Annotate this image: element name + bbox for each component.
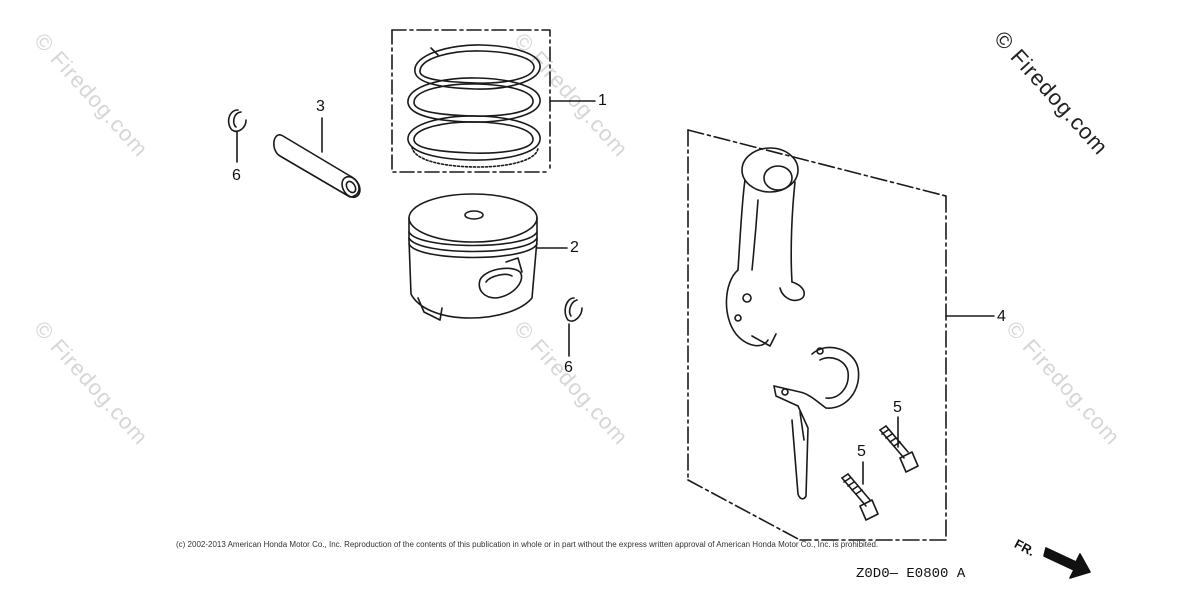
connecting-rod [725,147,805,347]
pin-clip-right [564,297,583,322]
connecting-rod-cap [773,346,860,500]
callout-connecting-rod-set: 4 [997,308,1006,325]
callout-pin-clip-left: 6 [232,167,241,184]
connecting-rod-box [687,129,947,541]
piston-pin [273,134,361,199]
piston-body [408,193,538,321]
callout-rod-bolt-upper: 5 [893,399,902,416]
piston-ring-box [391,29,551,173]
diagram-code: Z0D0— E0800 A [856,566,966,582]
front-direction-arrow-icon [1043,547,1091,579]
piston-ring-middle [407,77,541,123]
callout-piston: 2 [570,239,579,256]
copyright-notice: (c) 2002-2013 American Honda Motor Co., … [176,540,879,549]
callout-rod-bolt-lower: 5 [857,443,866,460]
callout-piston-pin: 3 [316,98,325,115]
callout-piston-ring-set: 1 [598,92,607,109]
rod-bolt-lower [841,473,879,521]
pin-clip-left [227,109,247,133]
rod-bolt-upper [879,425,919,473]
piston-ring-oil [407,115,541,168]
callout-pin-clip-right: 6 [564,359,573,376]
piston-ring-top [414,44,541,90]
